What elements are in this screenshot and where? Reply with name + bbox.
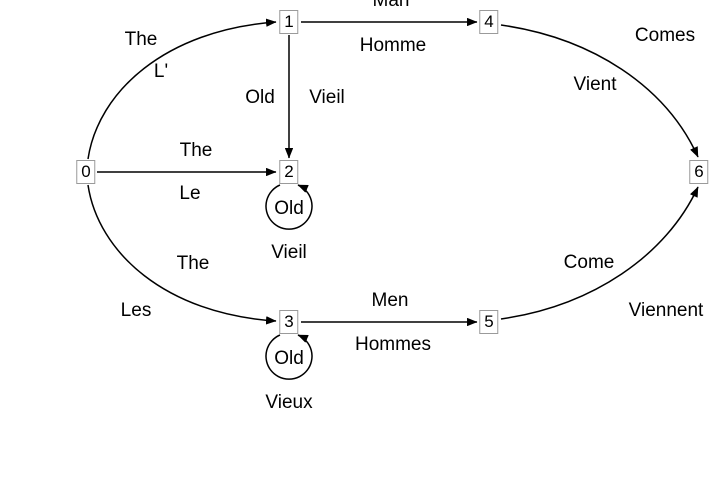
edge-3-3-label-en: Old — [274, 348, 304, 369]
edge-0-3-label-fr: Les — [120, 300, 152, 321]
edge-4-6 — [500, 24, 699, 158]
node-5: 5 — [479, 310, 499, 334]
edge-3-3-self-loop — [265, 334, 313, 380]
node-1: 1 — [279, 10, 299, 34]
edge-2-2-label-fr: Vieil — [271, 242, 307, 263]
edge-4-6-label-fr: Vient — [573, 74, 617, 95]
edge-4-6-label-en: Comes — [634, 25, 696, 46]
edge-1-2-label-fr: Vieil — [309, 87, 345, 108]
edge-2-2-self-loop — [265, 184, 313, 230]
edge-1-4-label-fr: Homme — [359, 35, 427, 56]
node-6: 6 — [689, 160, 709, 184]
edge-2-2-label-en: Old — [274, 198, 304, 219]
edge-0-1 — [87, 18, 277, 160]
edge-3-5-label-en: Men — [371, 290, 409, 311]
node-0: 0 — [76, 160, 96, 184]
edge-0-2-label-fr: Le — [179, 183, 201, 204]
edge-0-3 — [87, 184, 277, 325]
node-2: 2 — [279, 160, 299, 184]
edge-0-1-label-en: The — [124, 29, 158, 50]
edge-5-6 — [500, 186, 699, 320]
edge-5-6-label-en: Come — [563, 252, 615, 273]
node-3: 3 — [279, 310, 299, 334]
edge-3-5-label-fr: Hommes — [354, 334, 432, 355]
edge-1-2-label-en: Old — [245, 87, 275, 108]
edge-3-3-label-fr: Vieux — [265, 392, 313, 413]
edge-0-1-label-fr: L' — [153, 61, 169, 82]
edge-0-2-label-en: The — [179, 140, 213, 161]
edge-1-4-label-en: Man — [372, 0, 410, 11]
node-4: 4 — [479, 10, 499, 34]
edge-0-3-label-en: The — [176, 253, 210, 274]
edge-5-6-label-fr: Viennent — [628, 300, 704, 321]
